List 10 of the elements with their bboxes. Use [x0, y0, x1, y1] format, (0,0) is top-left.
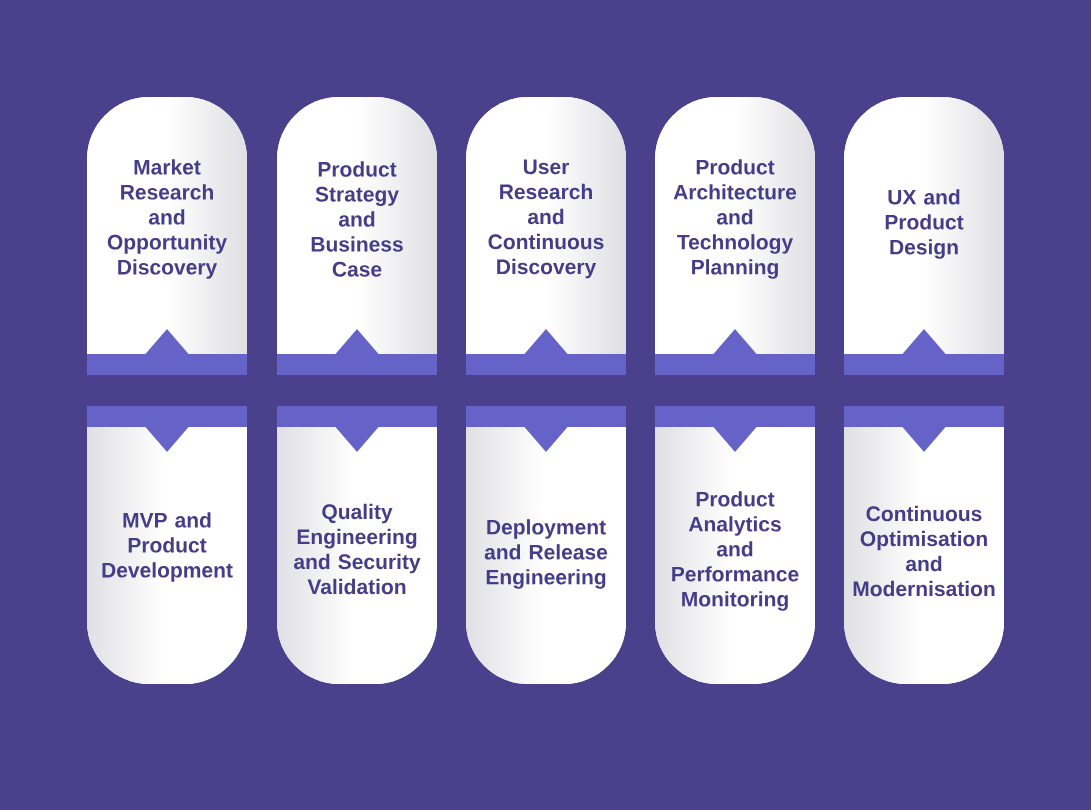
rounded-card: Market Research and Opportunity Discovery — [87, 97, 247, 375]
rounded-card: Continuous Optimisation and Modernisation — [844, 406, 1004, 684]
rounded-card: Product Strategy and Business Case — [277, 97, 437, 375]
rounded-card: Deployment and Release Engineering — [466, 406, 626, 684]
rounded-card: UX and Product Design — [844, 97, 1004, 375]
rounded-card: MVP and Product Development — [87, 406, 247, 684]
rounded-card: Product Analytics and Performance Monitoring — [655, 406, 815, 684]
rounded-card: Product Architecture and Technology Planning — [655, 97, 815, 375]
rounded-card: Quality Engineering and Security Validation — [277, 406, 437, 684]
rounded-card: User Research and Continuous Discovery — [466, 97, 626, 375]
